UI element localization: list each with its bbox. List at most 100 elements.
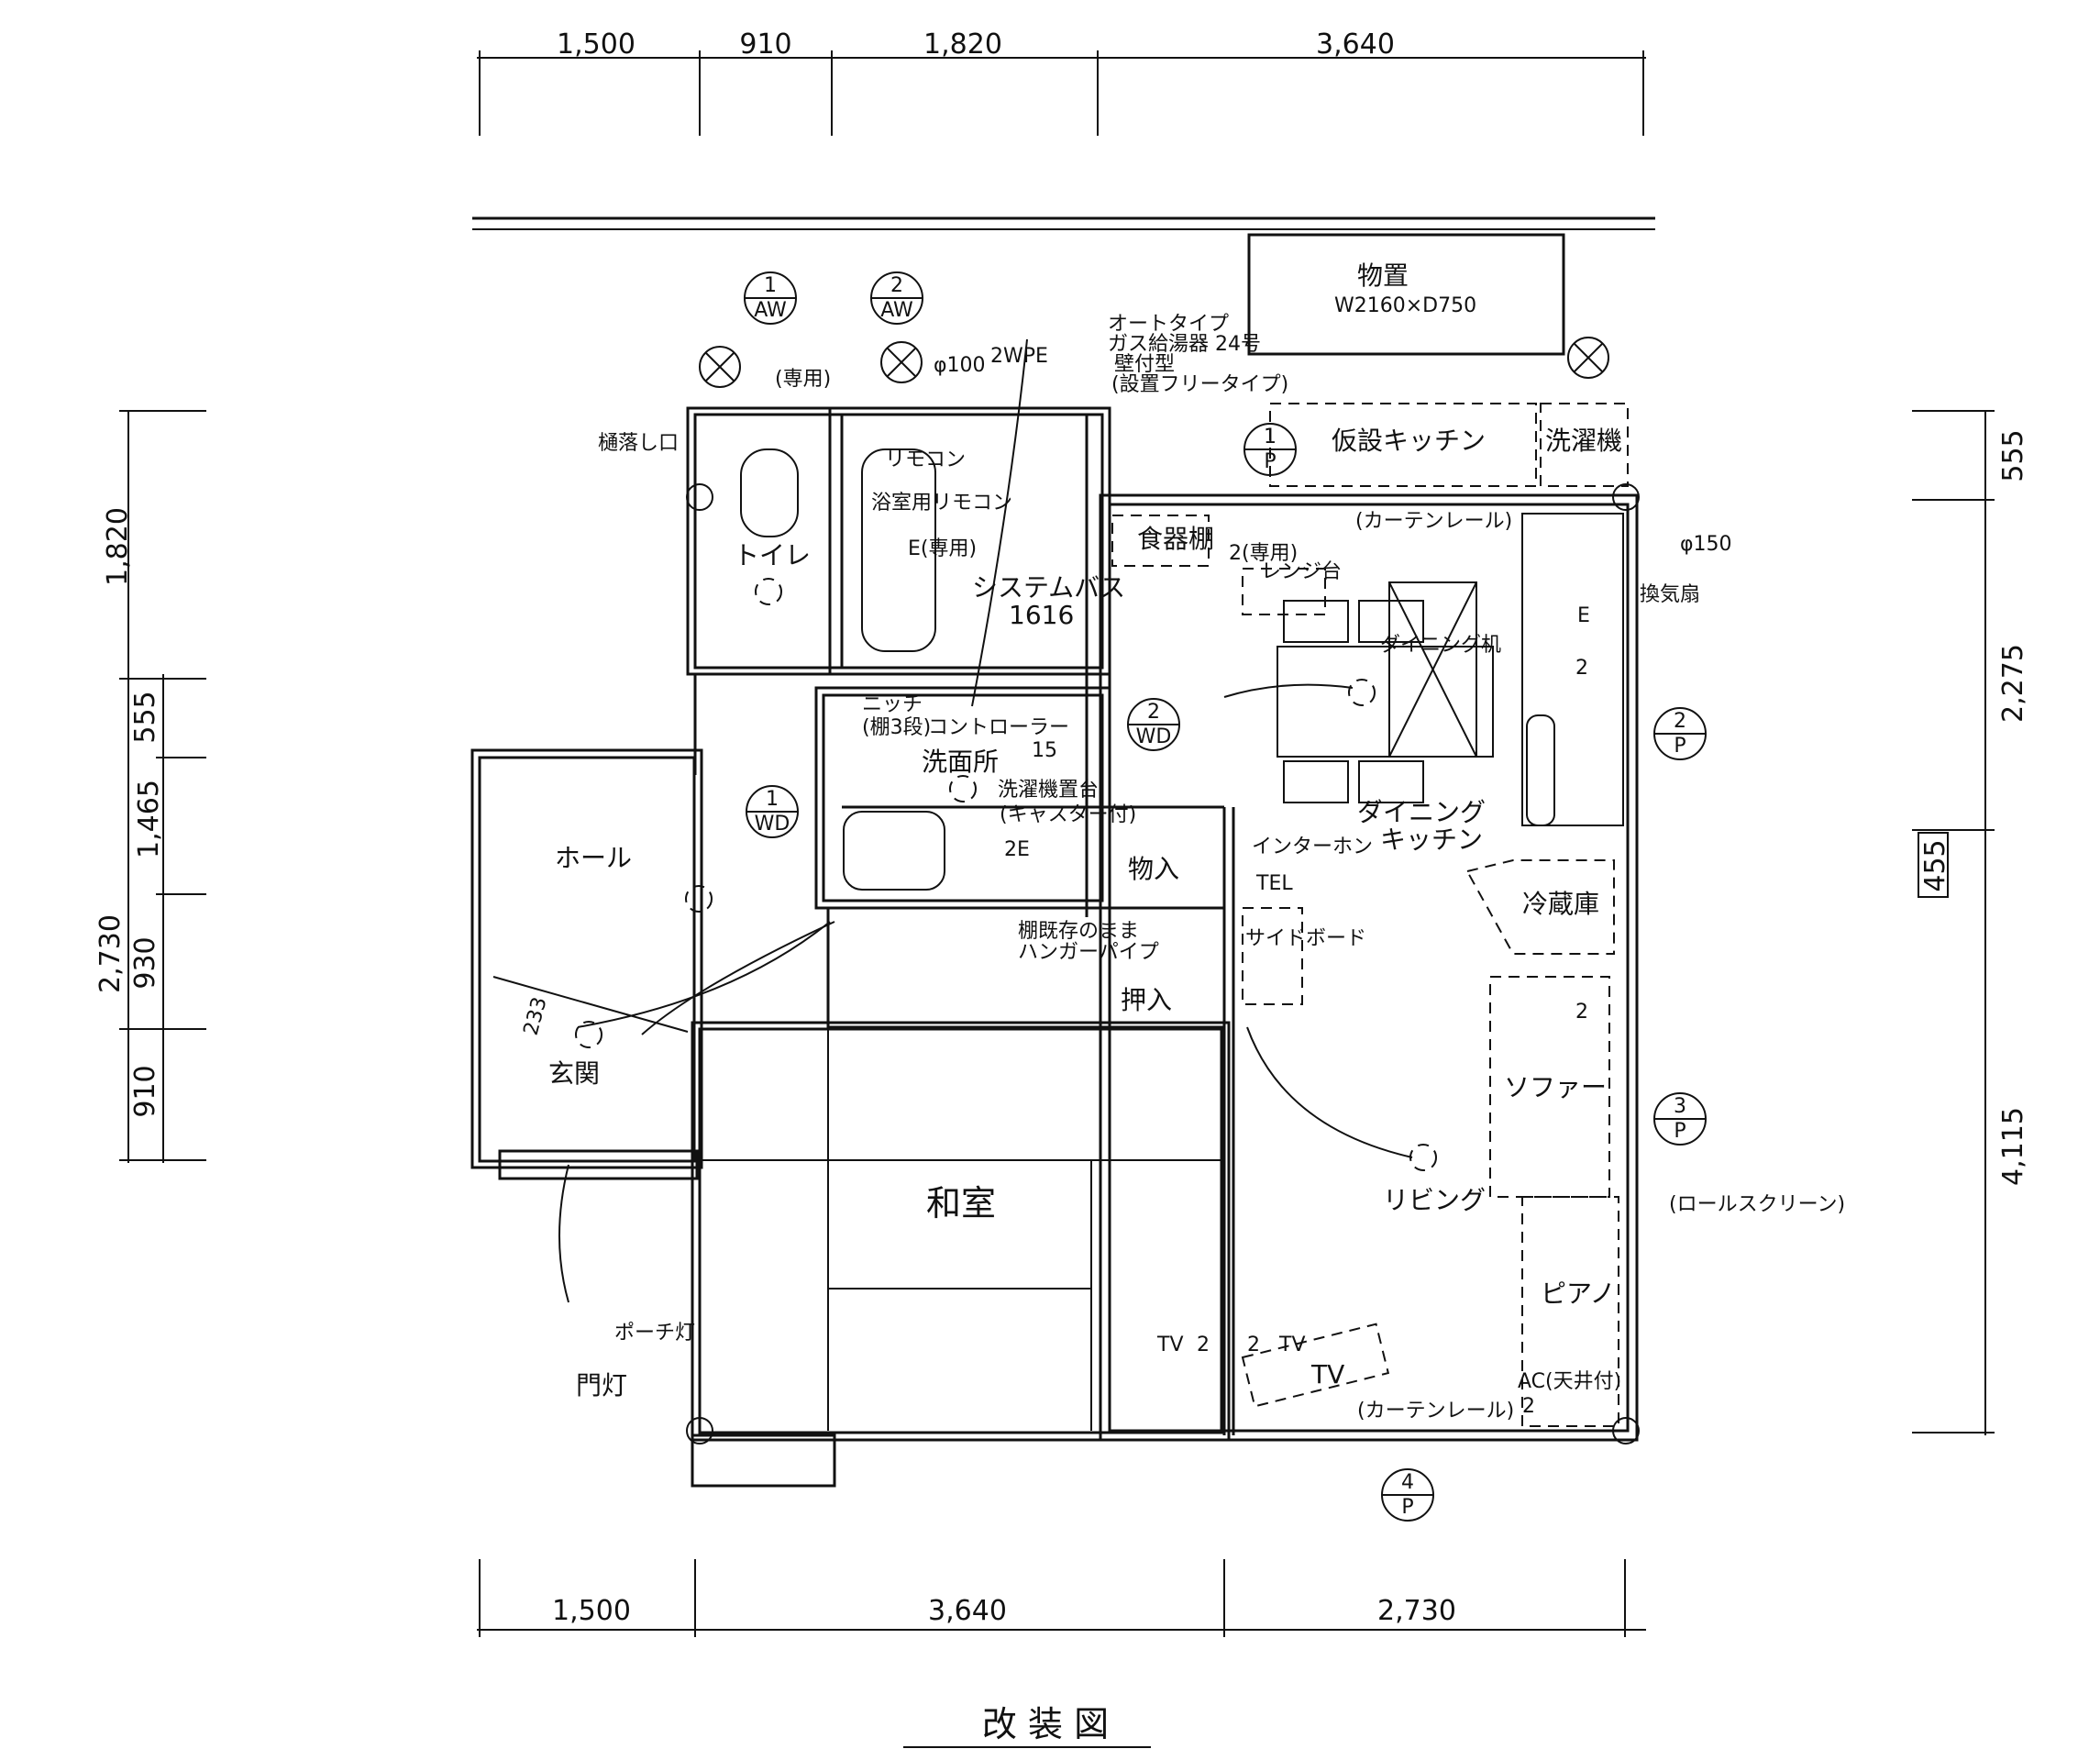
bath-label: システムバス [972,572,1125,603]
dish-cabinet-label: 食器棚 [1137,524,1214,554]
dining-kitchen: 食器棚 2(専用) レンジ台 (カーテンレール) ダイニング机 ダイニング キッ… [1111,510,1732,955]
fitting-wd2: 2 WD [1127,698,1180,751]
walls [470,406,1639,1488]
pipe-150-label: φ150 [1680,533,1732,556]
hanger-pipe: ハンガーパイプ [1018,941,1159,964]
living-label: リビング [1383,1185,1486,1215]
dim-right-small: 455 [1919,839,1951,891]
shed-size: W2160×D750 [1334,294,1476,317]
fitting-aw2: 2 AW [870,271,923,325]
temp-kitchen-area: 仮設キッチン 洗濯機 [1269,403,1629,487]
dim-top-1: 1,500 [557,28,636,61]
dining-label: ダイニング [1357,797,1486,827]
washer-place-label: 洗濯機置台 [998,779,1099,802]
tv-outlet-4: TV [1278,1334,1306,1356]
svg-text:WD: WD [1136,725,1172,748]
svg-text:2: 2 [1147,701,1160,724]
piano-label: ピアノ [1541,1278,1615,1309]
dim-right-3: 4,115 [1997,1107,2029,1186]
svg-text:WD: WD [755,813,790,836]
hall-entrance: ホール 玄関 233 ポーチ灯 門灯 [492,843,713,1400]
lamp-markers [699,337,1609,388]
niche-note: (棚3段) [862,716,931,739]
kitchen-label: キッチン [1380,825,1483,855]
fitting-aw1: 1 AW [744,271,797,325]
entrance-label: 玄関 [548,1058,600,1089]
japanese-room: 和室 [926,1183,996,1223]
svg-text:オートタイプ: オートタイプ [1108,313,1229,336]
size-15: 15 [1032,739,1057,762]
washroom-label: 洗面所 [922,747,999,777]
dim-left-4: 555 [129,691,161,743]
fitting-p1: 1 P [1243,423,1297,476]
dim-left-1: 1,820 [102,507,134,586]
tv-outlet-2: 2 [1197,1334,1210,1356]
dim-top-4: 3,640 [1316,28,1395,61]
fitting-wd1: 1 WD [746,785,799,838]
dim-left-6: 930 [129,936,161,989]
niche-label: ニッチ [862,693,923,716]
svg-text:AW: AW [880,299,913,322]
living-2: 2 [1575,1001,1588,1024]
dedicated-note: (専用) [775,368,831,391]
fitting-p4: 4 P [1381,1468,1434,1522]
svg-text:AW: AW [754,299,787,322]
sofa-label: ソファー [1504,1072,1607,1102]
curtain-rail-bottom: (カーテンレール) [1357,1400,1514,1422]
washer-place-note: (キャスター付) [1000,803,1136,826]
svg-text:4: 4 [1401,1471,1414,1494]
dining-table-label: ダイニング机 [1380,634,1501,657]
living: インターホン TEL サイドボード ソファー 2 リビング (ロールスクリーン)… [1156,836,1845,1427]
storage-2-label: 押入 [1121,985,1172,1015]
lamp-icon [699,346,741,388]
svg-text:1: 1 [1264,426,1277,448]
dim-top-3: 1,820 [923,28,1002,61]
bottom-dimension: 1,500 3,640 2,730 [477,1559,1646,1637]
svg-text:3: 3 [1674,1095,1686,1118]
svg-text:P: P [1674,735,1686,758]
pipe-100-label: φ100 [934,354,986,377]
gate-light-label: 門灯 [576,1370,627,1400]
svg-text:壁付型: 壁付型 [1114,353,1175,376]
dim-left-3: 910 [129,1065,161,1117]
right-dimension: 555 2,275 4,115 455 [1912,410,2029,1435]
dim-bottom-1: 1,500 [552,1595,631,1627]
svg-text:(設置フリータイプ): (設置フリータイプ) [1111,373,1288,396]
toilet-room: トイレ (専用) 樋落し口 [598,368,831,605]
two-dedicated: 2(専用) [1229,542,1298,565]
svg-text:P: P [1264,450,1276,473]
hall-label: ホール [555,843,632,873]
tel-label: TEL [1255,872,1293,895]
two-e-label: 2E [1004,838,1030,861]
ac-label: AC(天井付) [1518,1370,1621,1393]
storage: 物入 押入 棚既存のまま ハンガーパイプ [1018,854,1179,1015]
tv-outlet-1: TV [1156,1334,1184,1356]
temp-kitchen-label: 仮設キッチン [1332,426,1486,456]
road-lines [472,216,1655,230]
intercom-label: インターホン [1252,836,1373,858]
remote-label: リモコン [885,448,966,471]
left-dimension: 1,820 2,730 910 555 1,465 930 [94,410,206,1163]
refrigerator-label: 冷蔵庫 [1522,889,1599,919]
svg-text:ガス給湯器 24号: ガス給湯器 24号 [1108,333,1261,356]
gas-heater-note: オートタイプ ガス給湯器 24号 壁付型 (設置フリータイプ) [1108,313,1288,396]
dim-left-5: 1,465 [133,780,165,858]
dim-left-2: 2,730 [94,914,127,993]
dim-bottom-2: 3,640 [928,1595,1007,1627]
lamp-icon [880,341,923,383]
svg-text:P: P [1401,1496,1413,1519]
washroom: ニッチ (棚3段) コントローラー 洗面所 15 洗濯機置台 (キャスター付) … [843,693,1136,891]
lamp-icon [1567,337,1609,379]
storage-1-label: 物入 [1128,854,1179,884]
fitting-p2: 2 P [1653,707,1707,760]
svg-text:1: 1 [764,274,777,297]
stair-233: 233 [520,995,552,1038]
bath-outlet-e: E(専用) [908,537,977,560]
kitchen-2: 2 [1575,657,1588,680]
bath-size: 1616 [1009,600,1074,630]
shelf-existing: 棚既存のまま [1018,920,1139,943]
top-dimension: 1,500 910 1,820 3,640 [477,28,1646,136]
japanese-room-label: 和室 [926,1183,996,1223]
svg-text:2: 2 [890,274,903,297]
